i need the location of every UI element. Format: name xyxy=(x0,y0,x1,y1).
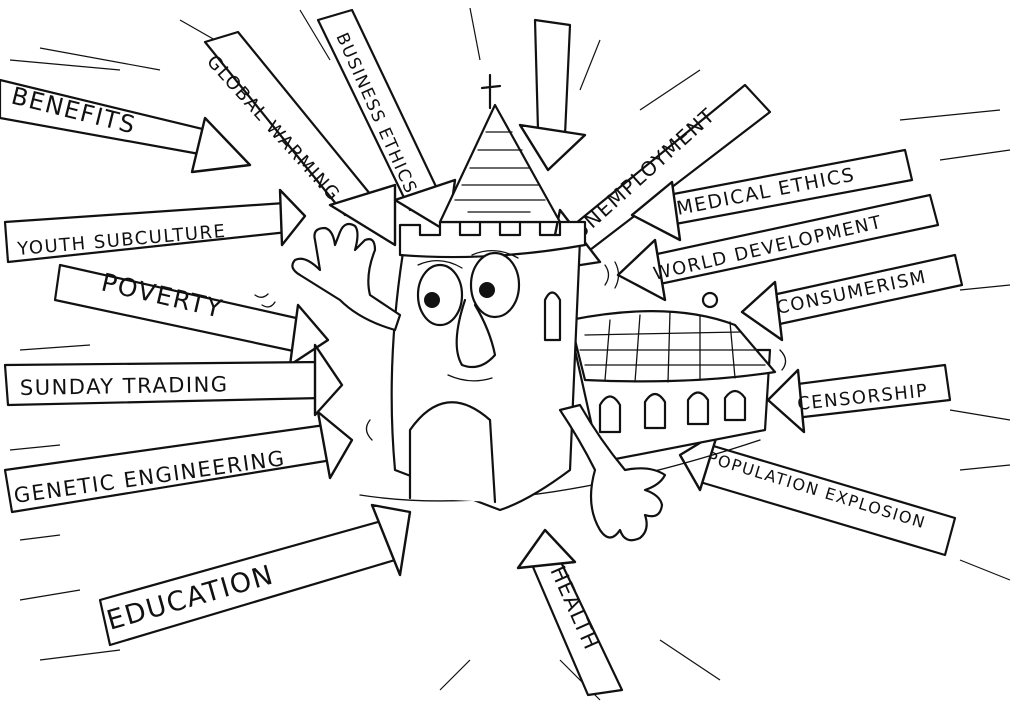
label-unemployment: UNEMPLOYMENT xyxy=(567,103,720,244)
arrow-benefits xyxy=(0,78,252,174)
arrow-global-warming xyxy=(203,30,397,247)
arrow-consumerism xyxy=(740,253,964,342)
arrow-world-development xyxy=(616,193,940,302)
arrow-education xyxy=(98,503,412,647)
church-left-hand xyxy=(254,222,402,332)
arrow-sunday-trading xyxy=(3,343,344,417)
church-right-hand xyxy=(558,403,667,542)
arrow-censorship xyxy=(766,363,952,434)
church-nave xyxy=(568,291,777,464)
arrow-poverty xyxy=(53,263,330,367)
arrow-genetic-engineering xyxy=(3,410,354,514)
arrow-top xyxy=(518,18,587,172)
arrow-health xyxy=(516,528,624,697)
arrow-youth-subculture xyxy=(3,188,307,264)
church-building xyxy=(254,73,787,542)
church-door xyxy=(408,401,497,504)
speed-lines xyxy=(9,7,1011,701)
label-sunday-trading: SUNDAY TRADING xyxy=(20,372,229,400)
arrow-medical-ethics xyxy=(630,148,914,242)
church-face xyxy=(416,250,521,382)
arrow-population-explosion xyxy=(678,430,957,557)
wobble-marks xyxy=(365,261,787,441)
